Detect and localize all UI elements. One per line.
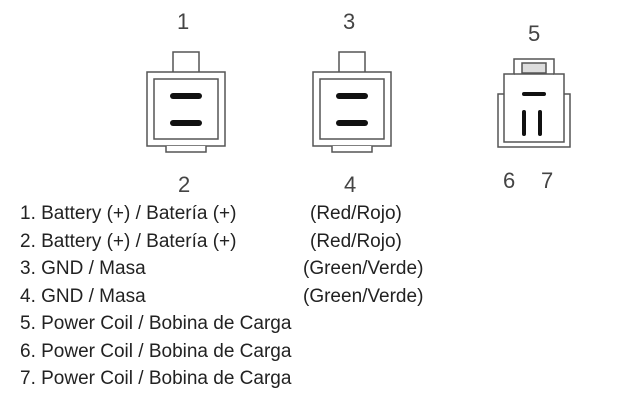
pin-label-4: 4	[344, 172, 356, 197]
legend-label: 6. Power Coil / Bobina de Carga	[20, 341, 292, 362]
pin-5	[522, 92, 546, 96]
pin-4	[336, 120, 368, 126]
legend-label: 1. Battery (+) / Batería (+)	[20, 203, 237, 224]
wire-color: (Red/Rojo)	[310, 203, 402, 224]
legend-item: 6. Power Coil / Bobina de Carga	[20, 341, 291, 363]
pin-label-7: 7	[541, 168, 553, 193]
legend-label: 7. Power Coil / Bobina de Carga	[20, 368, 292, 389]
wire-color: (Green/Verde)	[303, 258, 424, 279]
pin-label-6: 6	[503, 168, 515, 193]
connectors-drawing: 1 2 3 4 5 6 7	[146, 9, 571, 197]
legend-item: 1. Battery (+) / Batería (+) (Red/Rojo)	[20, 203, 402, 225]
legend-label: 4. GND / Masa	[20, 286, 146, 307]
legend-item: 7. Power Coil / Bobina de Carga	[20, 368, 291, 390]
pin-3	[336, 93, 368, 99]
pin-label-1: 1	[177, 9, 189, 34]
pin-6	[522, 110, 526, 136]
connector-3-4	[312, 51, 392, 153]
legend-item: 5. Power Coil / Bobina de Carga	[20, 313, 291, 335]
legend-item: 4. GND / Masa (Green/Verde)	[20, 286, 423, 308]
pin-label-3: 3	[343, 9, 355, 34]
pin-label-5: 5	[528, 21, 540, 46]
connector-5-6-7	[497, 58, 571, 148]
pin-label-2: 2	[178, 172, 190, 197]
pin-2	[170, 120, 202, 126]
connector-1-2	[146, 51, 226, 153]
legend-label: 5. Power Coil / Bobina de Carga	[20, 313, 292, 334]
legend-label: 2. Battery (+) / Batería (+)	[20, 231, 237, 252]
legend-item: 3. GND / Masa (Green/Verde)	[20, 258, 423, 280]
legend-item: 2. Battery (+) / Batería (+) (Red/Rojo)	[20, 231, 402, 253]
legend-label: 3. GND / Masa	[20, 258, 146, 279]
pin-7	[538, 110, 542, 136]
wire-color: (Green/Verde)	[303, 286, 424, 307]
pin-1	[170, 93, 202, 99]
wire-color: (Red/Rojo)	[310, 231, 402, 252]
